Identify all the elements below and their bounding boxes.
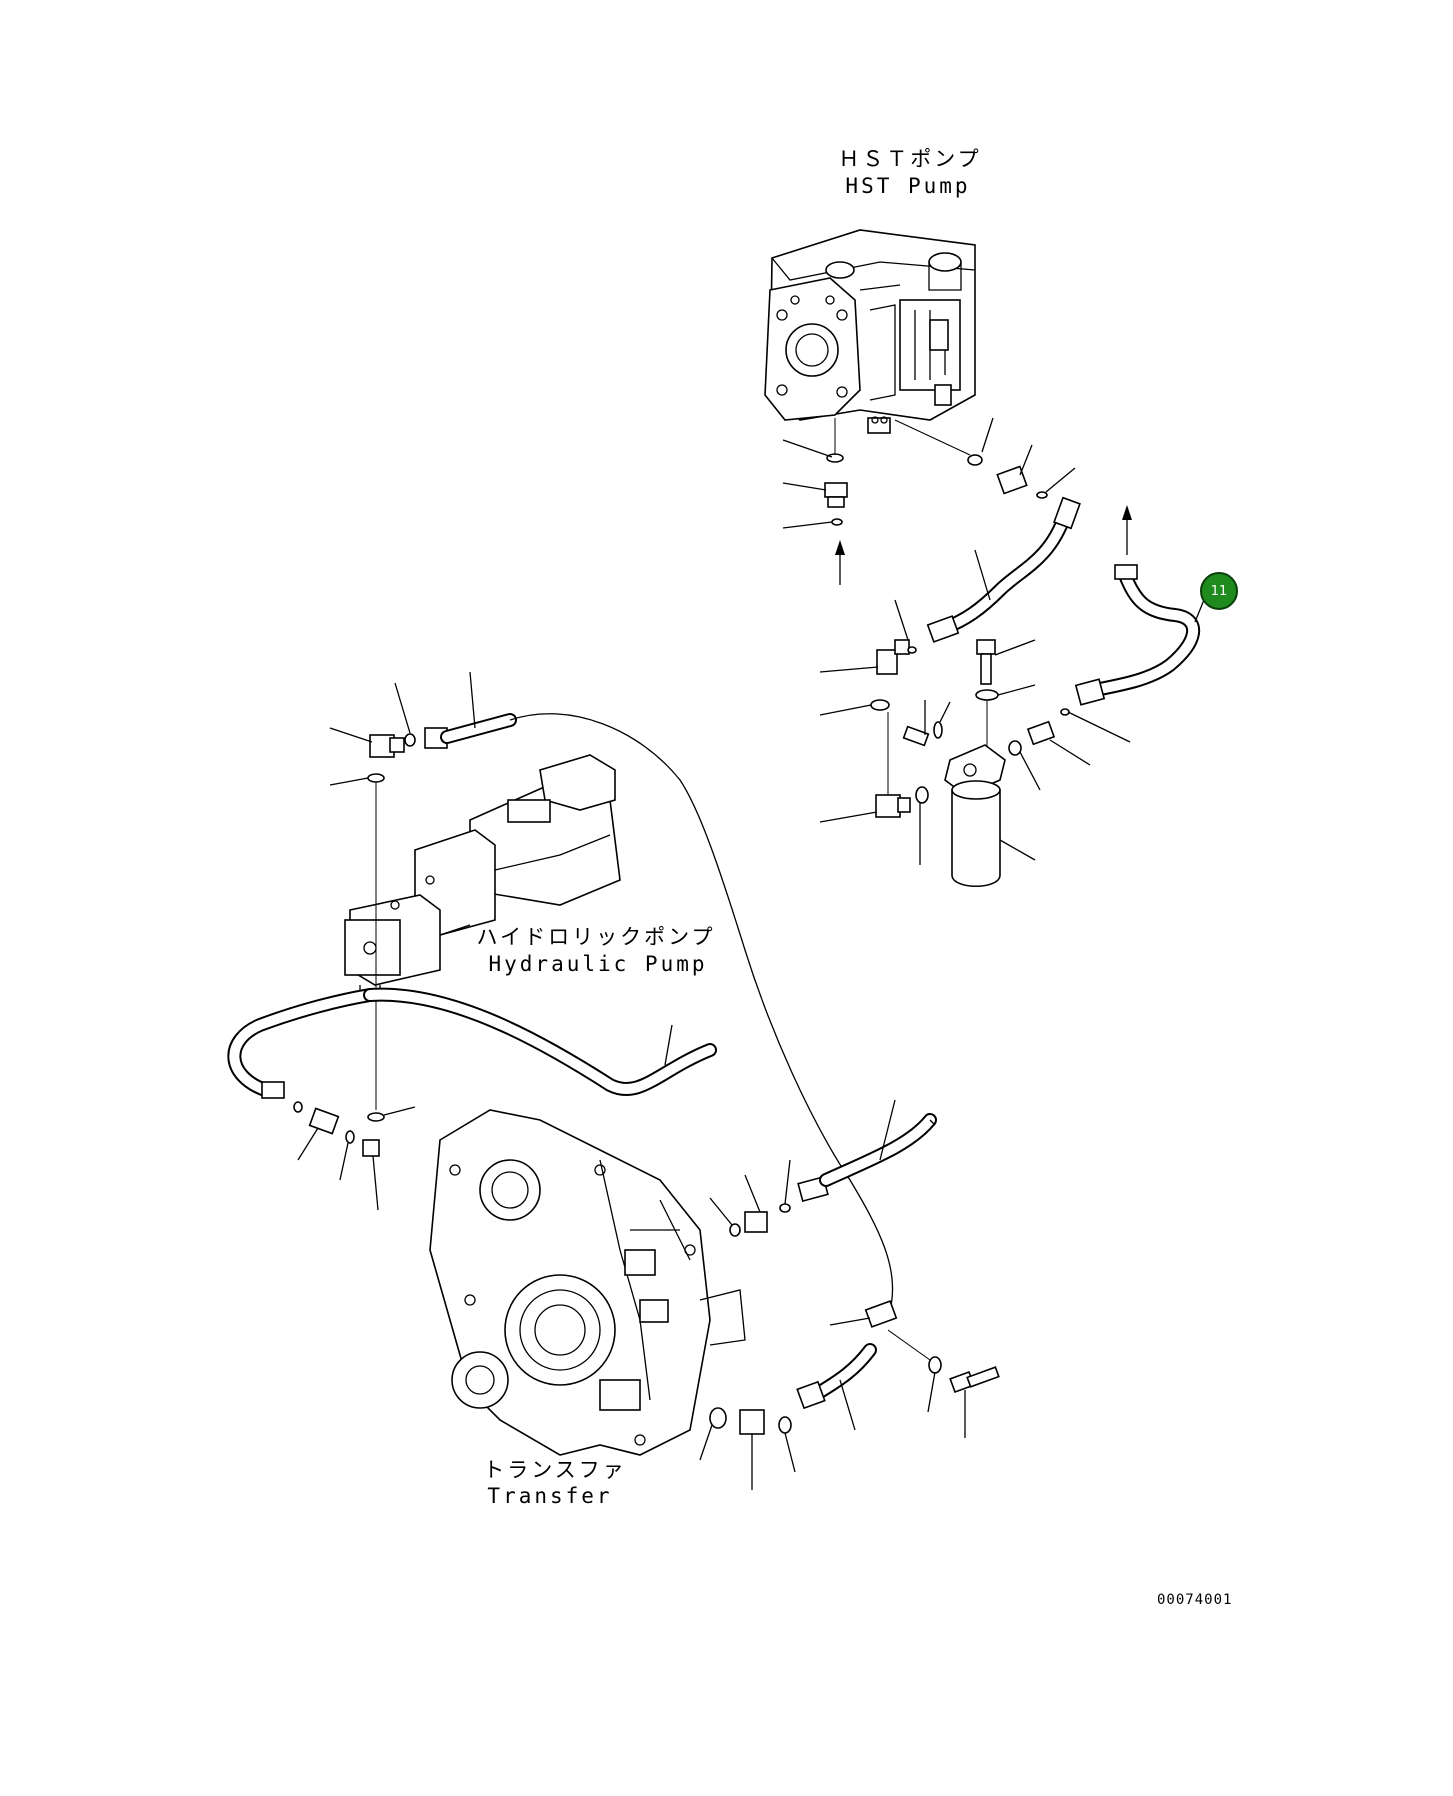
transfer-label-en: Transfer: [487, 1484, 613, 1508]
hydraulic-pump: [344, 754, 621, 1000]
transfer-fittings: [699, 1099, 1000, 1490]
document-number: 00074001: [1157, 1592, 1233, 1608]
hp-fittings: [329, 671, 517, 1122]
hst-hose: [819, 496, 1081, 716]
hst-pump-label-en: HST Pump: [845, 174, 971, 198]
hp-hoses: [227, 987, 717, 1211]
hydraulic-pump-label-en: Hydraulic Pump: [488, 952, 708, 976]
hst-pump-label-jp: ＨＳＴポンプ: [838, 147, 982, 171]
callout-11[interactable]: 11: [1200, 572, 1238, 610]
long-pipe: [509, 713, 898, 1328]
hose-11: [1060, 564, 1211, 743]
transfer-label-jp: トランスファ: [483, 1458, 627, 1482]
hst-fittings: [782, 417, 1076, 585]
hst-pump: [764, 229, 976, 434]
hydraulic-pump-label-jp: ハイドロリックポンプ: [476, 925, 716, 949]
filter-assembly: [819, 639, 1091, 887]
flow-arrow-right: [1122, 505, 1132, 555]
transfer-case: [429, 1109, 746, 1456]
